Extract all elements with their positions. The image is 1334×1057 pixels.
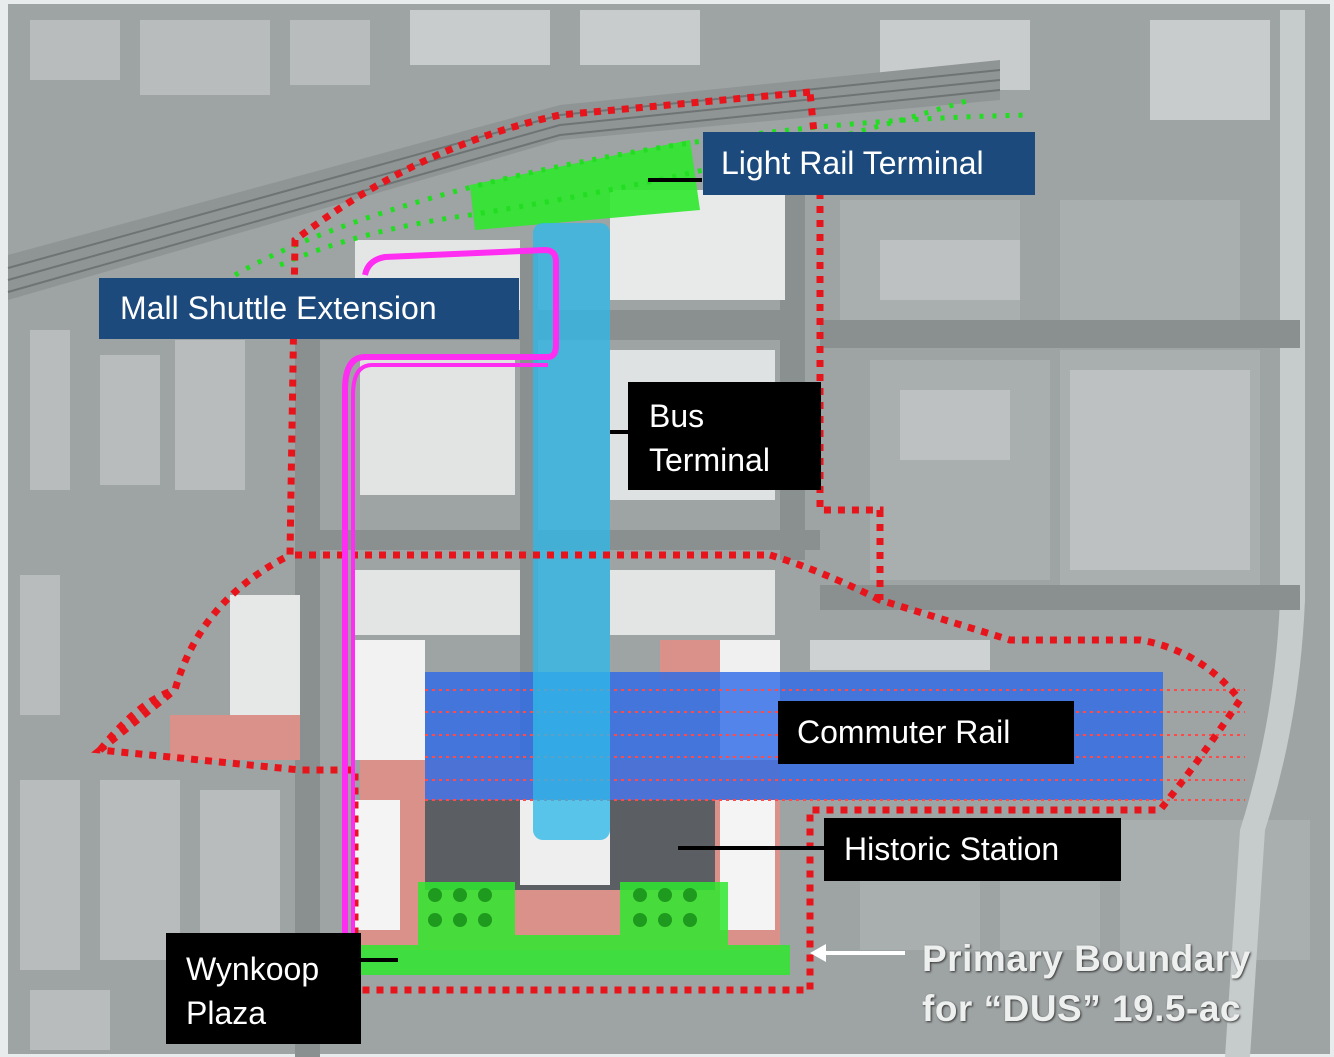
- wynkoop-plaza-label: Wynkoop Plaza: [166, 933, 361, 1044]
- light-rail-terminal-label: Light Rail Terminal: [703, 132, 1035, 195]
- mall-shuttle-extension-label: Mall Shuttle Extension: [99, 278, 519, 339]
- wynkoop-plaza-zone: [360, 882, 790, 975]
- wynkoop-plaza-text-line2: Plaza: [186, 995, 267, 1031]
- rooftops-right: [880, 240, 1250, 570]
- plaza-trees: [428, 888, 697, 927]
- light-rail-zone: [470, 140, 700, 230]
- mall-shuttle-route: [342, 246, 559, 935]
- primary-boundary-note-line2: for “DUS” 19.5-ac: [922, 988, 1241, 1029]
- label-leaders: [358, 178, 824, 962]
- primary-boundary-note-line1: Primary Boundary: [922, 938, 1251, 979]
- highway-right: [1225, 10, 1305, 1057]
- mall-shuttle-route-return: [351, 363, 548, 935]
- mall-shuttle-extension-text: Mall Shuttle Extension: [120, 290, 437, 326]
- wynkoop-plaza-text-line1: Wynkoop: [186, 951, 320, 987]
- rail-tracks: [7, 69, 1001, 293]
- city-blocks-left: [20, 20, 370, 1050]
- boundary-arrow-icon: [810, 944, 905, 962]
- development-blocks: [230, 190, 990, 760]
- light-rail-terminal-text: Light Rail Terminal: [721, 145, 984, 181]
- bus-terminal-text-line1: Bus: [649, 398, 705, 434]
- historic-station-text: Historic Station: [844, 831, 1060, 867]
- building-east-wing: [720, 800, 775, 930]
- commuter-rail-text: Commuter Rail: [797, 714, 1011, 750]
- rail-corridor: [8, 60, 1000, 300]
- primary-boundary-note: Primary Boundary for “DUS” 19.5-ac: [922, 934, 1322, 1034]
- building-west-wing: [355, 800, 400, 930]
- commuter-rail-label: Commuter Rail: [778, 701, 1074, 764]
- bus-terminal-zone: [533, 223, 610, 840]
- bus-terminal-text-line2: Terminal: [649, 442, 770, 478]
- bus-terminal-label: Bus Terminal: [628, 382, 821, 490]
- boundary-west-curve: [97, 686, 177, 753]
- historic-station-label: Historic Station: [824, 818, 1121, 881]
